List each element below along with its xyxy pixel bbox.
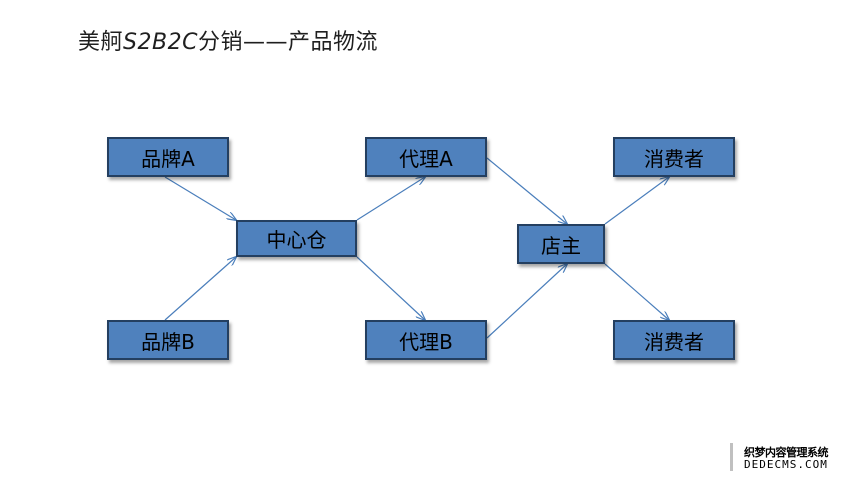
arrow-brand-b-to-center (164, 257, 236, 321)
node-consumer-2: 消费者 (613, 320, 735, 360)
arrow-brand-a-to-center (164, 176, 236, 220)
title-suffix: 分销——产品物流 (197, 30, 378, 55)
watermark-mark (730, 443, 743, 471)
arrow-agent-a-to-store (486, 157, 567, 224)
arrow-store-to-consumer-2 (604, 263, 669, 320)
watermark-line-2: DEDECMS.COM (744, 458, 828, 471)
watermark-line-1: 织梦内容管理系统 (744, 446, 829, 459)
node-agent-b: 代理B (365, 320, 487, 360)
arrow-center-to-agent-b (356, 256, 425, 320)
arrow-center-to-agent-a (356, 177, 425, 221)
node-agent-a: 代理A (365, 137, 487, 177)
node-brand-a: 品牌A (107, 137, 229, 177)
arrow-store-to-consumer-1 (604, 177, 669, 225)
title-brand: S2B2C (123, 30, 198, 55)
node-center-warehouse: 中心仓 (236, 220, 357, 257)
node-store-owner: 店主 (517, 224, 605, 264)
diagram-title: 美舸S2B2C分销——产品物流 (78, 24, 378, 56)
node-consumer-1: 消费者 (613, 137, 735, 177)
title-prefix: 美舸 (78, 30, 124, 55)
arrow-agent-b-to-store (486, 264, 567, 339)
node-brand-b: 品牌B (107, 320, 229, 360)
